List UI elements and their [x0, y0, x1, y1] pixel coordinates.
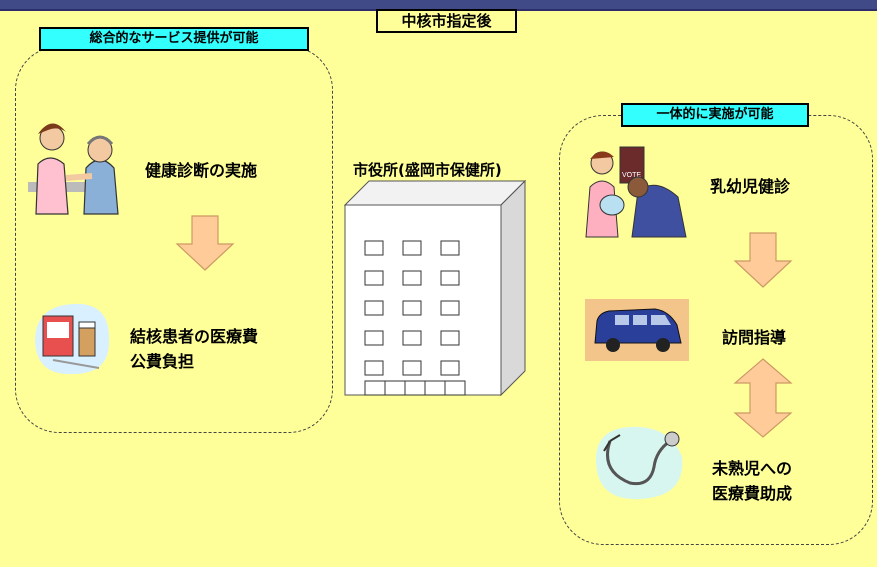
tb-cost-label-line2: 公費負担	[130, 352, 195, 371]
tb-cost-label-line1: 結核患者の医療費	[130, 327, 259, 346]
building-door	[364, 380, 386, 396]
home-visit-label: 訪問指導	[722, 328, 787, 347]
building-window	[364, 300, 384, 316]
stethoscope-icon	[595, 426, 683, 500]
vote-sign-text: VOTE	[622, 172, 641, 179]
building-window	[440, 330, 460, 346]
building-window	[364, 360, 384, 376]
double-arrow-icon	[733, 358, 793, 438]
health-checkup-label: 健康診断の実施	[145, 161, 258, 180]
city-hall-label: 市役所(盛岡市保健所)	[353, 161, 502, 179]
building-window	[402, 300, 422, 316]
building-window	[440, 300, 460, 316]
right-group-badge: 一体的に実施が可能	[621, 103, 809, 127]
preterm-label-line2: 医療費助成	[712, 484, 793, 503]
diagram-canvas: 中核市指定後 総合的なサービス提供が可能 健康診断の実施 結核患者の医療費 公費…	[0, 9, 877, 567]
down-arrow-icon	[733, 232, 793, 288]
building-door	[444, 380, 466, 396]
building-window	[402, 240, 422, 256]
building-door	[384, 380, 406, 396]
building-window	[440, 240, 460, 256]
building-window	[402, 330, 422, 346]
nurse-patient-icon	[28, 123, 119, 215]
page-title: 中核市指定後	[376, 9, 517, 33]
building-icon	[343, 179, 527, 397]
building-window	[364, 240, 384, 256]
building-window	[364, 330, 384, 346]
van-icon	[585, 299, 689, 361]
building-window	[440, 360, 460, 376]
down-arrow-icon	[175, 215, 235, 271]
building-window	[364, 270, 384, 286]
infant-checkup-icon: VOTE	[585, 146, 687, 238]
infant-checkup-label: 乳幼児健診	[710, 177, 791, 196]
building-window	[402, 270, 422, 286]
building-window	[402, 360, 422, 376]
building-door	[404, 380, 426, 396]
left-group-badge: 総合的なサービス提供が可能	[39, 27, 309, 51]
building-window	[440, 270, 460, 286]
medicine-icon	[35, 303, 110, 375]
preterm-label-line1: 未熟児への	[712, 459, 793, 478]
building-door	[424, 380, 446, 396]
